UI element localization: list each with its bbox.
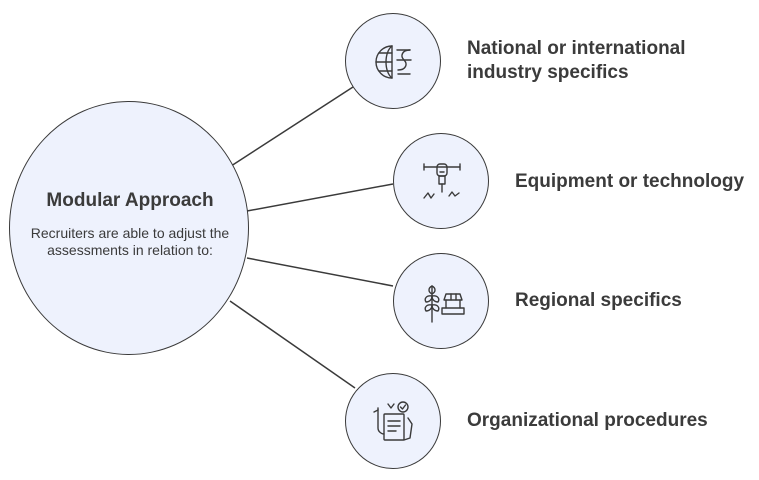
jackhammer-icon <box>423 163 461 199</box>
wheat-market-icon <box>424 285 465 323</box>
node-organizational-procedures <box>345 373 441 469</box>
globe-icon <box>375 45 412 79</box>
label-equipment-technology: Equipment or technology <box>515 171 745 192</box>
node-equipment-technology <box>393 133 489 229</box>
hub-description: Recruiters are able to adjust the assess… <box>30 225 230 258</box>
label-industry-specifics: National or international industry speci… <box>467 38 686 83</box>
connector-2 <box>246 183 394 212</box>
connector-1 <box>227 86 354 169</box>
hub-circle <box>9 101 249 355</box>
node-industry-specifics <box>345 13 441 109</box>
label-regional-specifics: Regional specifics <box>515 290 682 311</box>
hub-title: Modular Approach <box>46 190 214 211</box>
node-regional-specifics <box>393 253 489 349</box>
checklist-hand-icon <box>373 401 413 441</box>
label-organizational-procedures: Organizational procedures <box>467 410 708 431</box>
connector-4 <box>229 300 356 389</box>
connector-3 <box>246 257 394 287</box>
